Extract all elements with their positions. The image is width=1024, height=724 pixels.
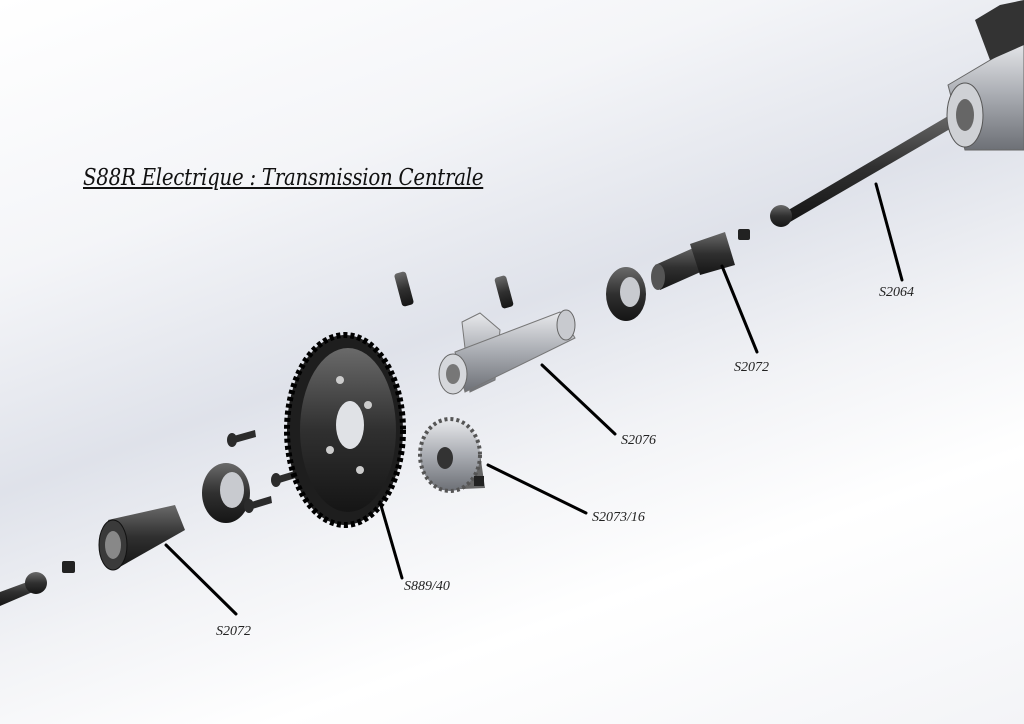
dogbone-part — [770, 0, 1024, 227]
right-ring-part — [606, 267, 646, 321]
left-ring-part — [202, 463, 250, 523]
label-cup-left: S2072 — [216, 624, 251, 639]
label-dogbone: S2064 — [879, 285, 914, 300]
pins — [394, 271, 514, 309]
label-housing: S2076 — [621, 433, 656, 448]
diagram-title: S88R Electrique : Transmission Centrale — [83, 165, 484, 191]
housing-part — [438, 309, 576, 395]
spur-gear-part — [284, 332, 406, 528]
label-pinion: S2073/16 — [592, 510, 645, 525]
screws — [227, 430, 299, 513]
left-dogbone-part — [0, 572, 47, 606]
pinion-gear-part — [418, 417, 485, 493]
left-cup-part — [98, 505, 185, 571]
label-spur-gear: S889/40 — [404, 579, 450, 594]
right-cup-part — [651, 232, 735, 290]
grub-screw-left — [62, 561, 75, 573]
label-cup-right: S2072 — [734, 360, 769, 375]
grub-screw-right — [738, 229, 750, 240]
leader-lines — [164, 182, 904, 616]
